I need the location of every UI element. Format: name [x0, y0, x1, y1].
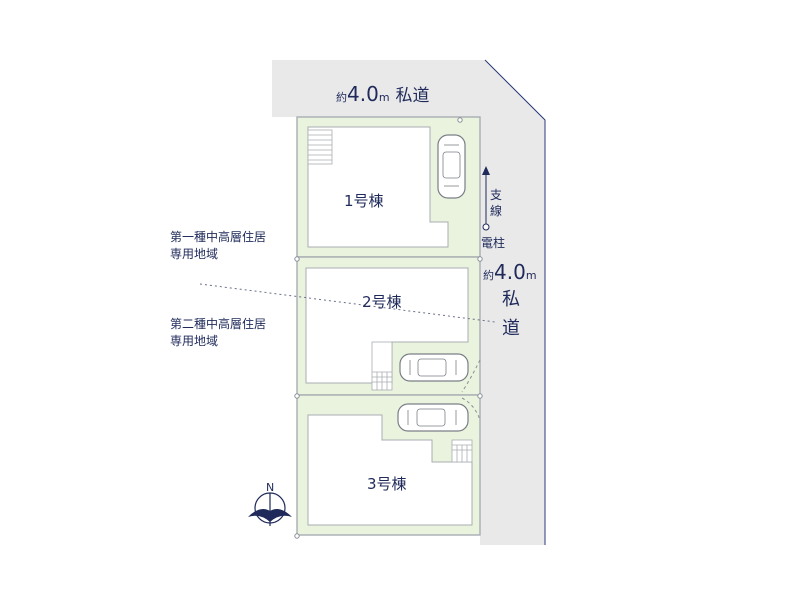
- road-edge-line: [484, 59, 546, 545]
- boundary-marker: [457, 117, 463, 123]
- stairs-2: [371, 341, 393, 391]
- building-3: [307, 414, 473, 526]
- building-2-label: 2号棟: [362, 293, 402, 311]
- building-1: [307, 126, 449, 248]
- gate-swing-arc: [461, 397, 481, 421]
- stairs-3: [451, 439, 473, 463]
- boundary-marker: [294, 256, 300, 262]
- car-2-icon: [399, 353, 469, 382]
- right-road-label: 約4.0m: [483, 260, 537, 284]
- boundary-marker: [477, 256, 483, 262]
- boundary-marker: [477, 393, 483, 399]
- building-3-label: 3号棟: [367, 475, 407, 493]
- zone-lower-line2: 専用地域: [170, 334, 218, 348]
- zone-upper-line1: 第一種中高層住居: [170, 229, 266, 244]
- north-label: N: [266, 481, 274, 494]
- boundary-marker: [294, 533, 300, 539]
- utility-pole-label: 電柱: [481, 235, 505, 250]
- stairs-1: [307, 129, 333, 165]
- gate-swing-arc: [461, 359, 481, 393]
- utility-pole-icon: [482, 223, 490, 231]
- zone-lower-line1: 第二種中高層住居: [170, 316, 266, 331]
- arrowhead-icon: [482, 166, 490, 175]
- right-road-name-2: 道: [502, 318, 520, 339]
- stay-wire-label-2: 線: [490, 203, 502, 218]
- zone-upper-line2: 専用地域: [170, 247, 218, 261]
- north-arrow-icon: N: [248, 481, 292, 526]
- car-3-icon: [397, 403, 469, 432]
- car-1-icon: [437, 134, 466, 199]
- right-road-name-1: 私: [502, 289, 520, 310]
- private-road: [272, 60, 545, 545]
- building-1-label: 1号棟: [344, 192, 384, 210]
- boundary-marker: [294, 393, 300, 399]
- stay-wire-label-1: 支: [490, 188, 502, 202]
